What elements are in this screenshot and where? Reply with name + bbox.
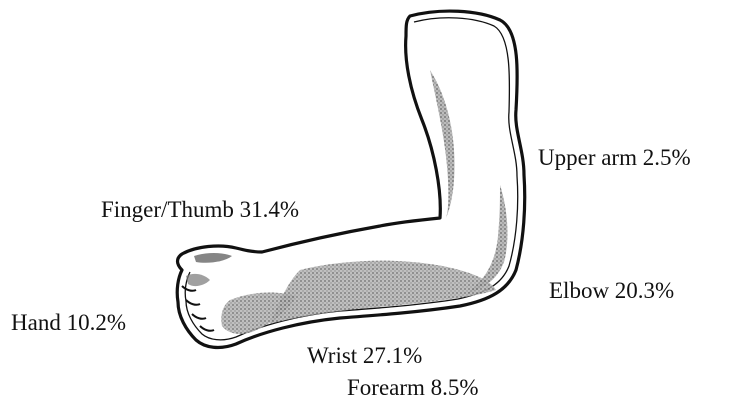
forearm-label: Forearm 8.5%: [347, 376, 479, 399]
elbow-label: Elbow 20.3%: [549, 279, 674, 302]
wrist-label: Wrist 27.1%: [307, 344, 422, 367]
finger-thumb-label: Finger/Thumb 31.4%: [101, 198, 299, 221]
upper-arm-label: Upper arm 2.5%: [538, 146, 691, 169]
hand-label: Hand 10.2%: [11, 311, 126, 334]
